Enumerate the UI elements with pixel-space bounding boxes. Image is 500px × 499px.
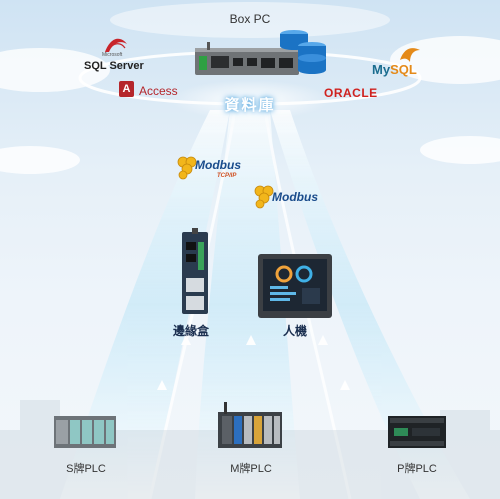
mysql-dolphin-icon bbox=[400, 48, 420, 62]
s-plc-device bbox=[54, 416, 116, 448]
database-icon bbox=[280, 30, 326, 74]
plc-label-s: S牌PLC bbox=[66, 463, 106, 475]
mysql-label: MySQL bbox=[372, 62, 417, 77]
sql-server-label: SQL Server bbox=[84, 60, 144, 72]
edge-gateway-device bbox=[182, 228, 208, 314]
hmi-device bbox=[258, 254, 332, 318]
modbus-tcp-sublabel: TCP/IP bbox=[217, 173, 237, 179]
modbus-tcp-label: Modbus bbox=[195, 158, 241, 172]
oracle-label: ORACLE bbox=[324, 86, 378, 100]
sql-server-logo-icon bbox=[105, 38, 127, 52]
modbus-tcp-icon bbox=[177, 156, 197, 180]
up-arrows bbox=[157, 335, 350, 390]
database-label: 資料庫 bbox=[224, 97, 276, 114]
hmi-label: 人機 bbox=[282, 324, 307, 338]
plc-label-m: M牌PLC bbox=[230, 463, 272, 475]
data-stream bbox=[60, 109, 470, 499]
box-pc-title: Box PC bbox=[229, 12, 271, 26]
edge-gateway-label: 邊緣盒 bbox=[172, 324, 209, 338]
sql-server-vendor: Microsoft bbox=[102, 52, 123, 58]
box-pc-device bbox=[195, 42, 299, 75]
plc-label-p: P牌PLC bbox=[397, 463, 437, 475]
access-icon: A bbox=[119, 81, 134, 97]
access-label: Access bbox=[139, 84, 178, 98]
clouds bbox=[0, 2, 500, 174]
modbus-label: Modbus bbox=[272, 190, 318, 204]
m-plc-device bbox=[218, 402, 282, 448]
p-plc-device bbox=[388, 416, 446, 448]
modbus-icon bbox=[254, 185, 274, 209]
